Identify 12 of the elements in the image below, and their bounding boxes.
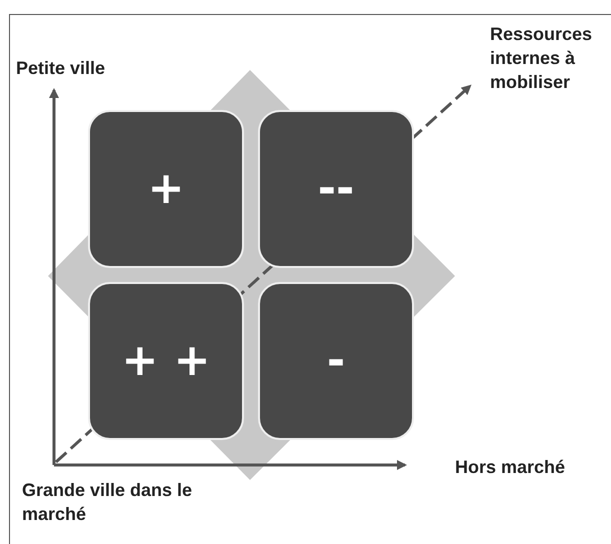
axis-label: Hors marché	[455, 456, 566, 479]
quadrant-box	[258, 110, 414, 268]
axis-label: Petite ville	[16, 57, 106, 80]
axis-label: Ressources internes à mobiliser	[490, 23, 594, 94]
quadrant-box	[88, 110, 244, 268]
axis-label: Grande ville dans le marché	[22, 479, 194, 526]
quadrant-symbol: --	[318, 162, 354, 216]
quadrant-box	[88, 282, 244, 440]
quadrant-symbol: +	[148, 162, 184, 216]
quadrant-symbol: -	[326, 334, 346, 388]
quadrant-box	[258, 282, 414, 440]
quadrant-symbol: + +	[121, 334, 211, 388]
